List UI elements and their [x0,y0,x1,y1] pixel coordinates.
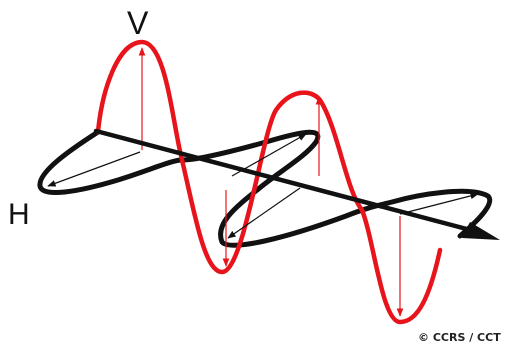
vertical-wave [95,39,443,325]
label-v: V [127,5,149,41]
copyright-credit: © CCRS / CCT [418,331,501,344]
axis-arrowhead [462,222,500,240]
horizontal-wave [37,129,493,248]
propagation-axis [93,128,500,240]
vertical-amplitude-arrows [138,47,404,317]
label-h: H [8,198,30,231]
horizontal-amplitude-arrows [47,133,479,239]
